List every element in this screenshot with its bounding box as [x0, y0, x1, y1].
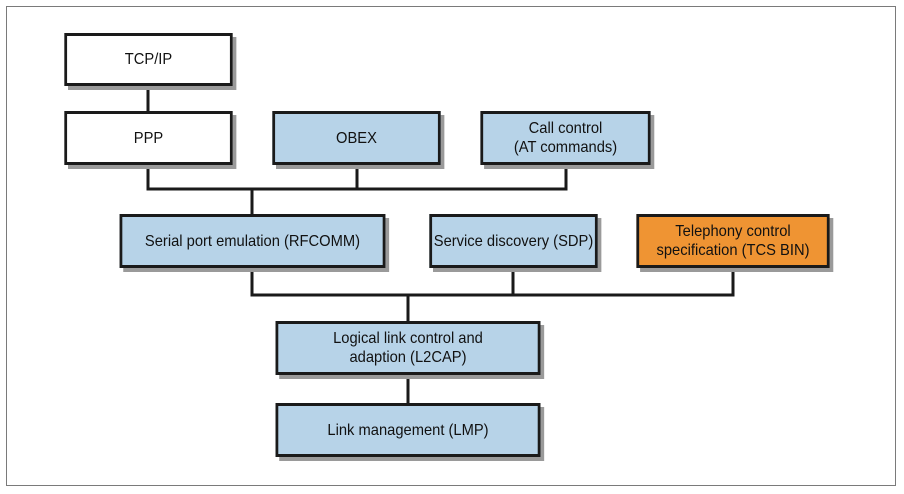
box-ppp: PPP [64, 111, 233, 165]
box-sdp: Service discovery (SDP) [429, 214, 598, 268]
box-tcs-bin: Telephony control specification (TCS BIN… [636, 214, 830, 268]
box-tcpip: TCP/IP [64, 33, 233, 86]
box-rfcomm: Serial port emulation (RFCOMM) [119, 214, 386, 268]
box-lmp: Link management (LMP) [275, 403, 541, 457]
box-obex: OBEX [272, 111, 441, 165]
box-l2cap: Logical link control and adaption (L2CAP… [275, 321, 541, 375]
box-call-control: Call control (AT commands) [480, 111, 651, 165]
